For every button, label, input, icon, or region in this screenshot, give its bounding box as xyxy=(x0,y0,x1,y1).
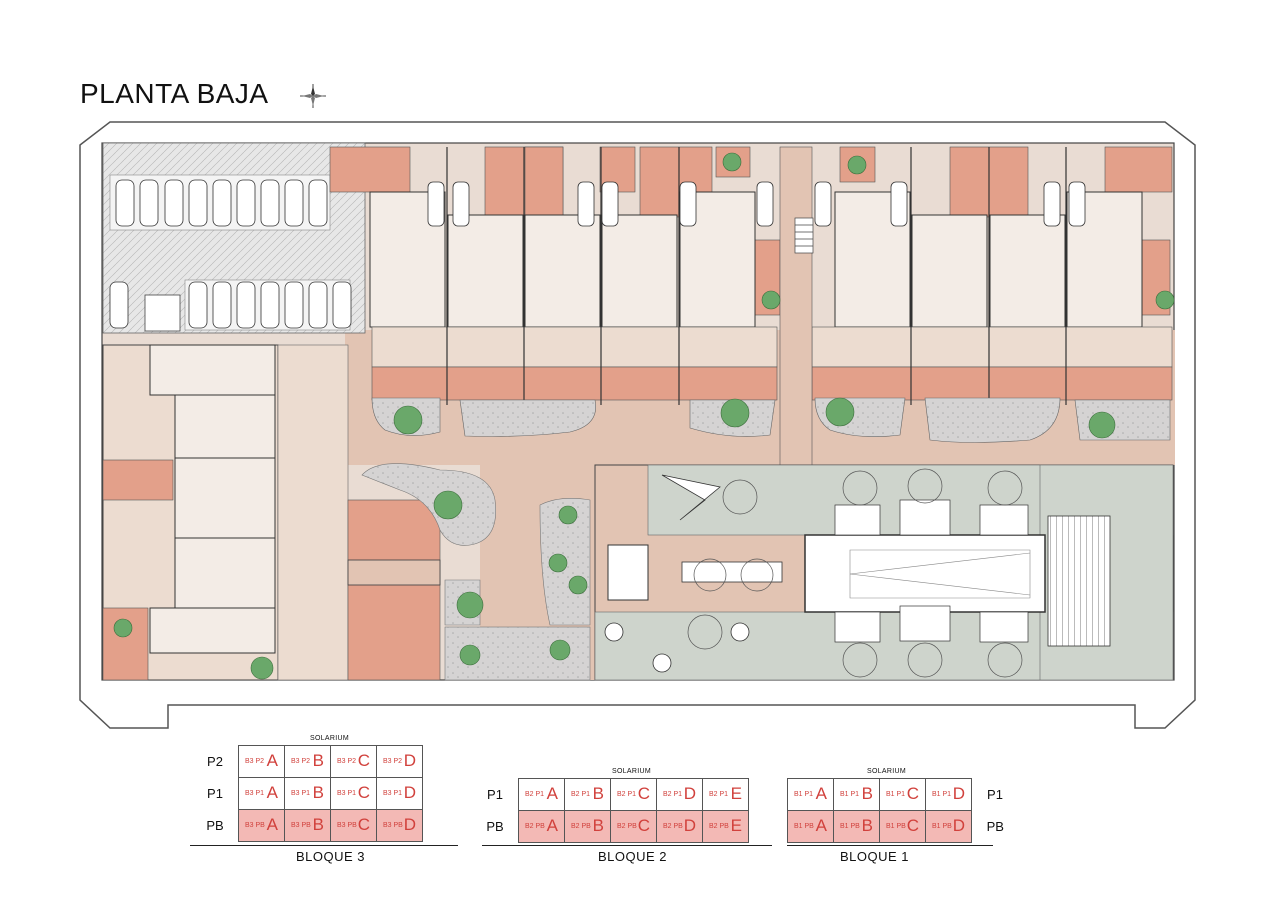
row-label: P1 xyxy=(207,786,223,801)
stairs xyxy=(347,217,814,586)
page-title: PLANTA BAJA xyxy=(80,78,269,109)
solarium-label: SOLARIUM xyxy=(310,735,349,742)
shade-sail xyxy=(661,474,721,521)
row-label: PB xyxy=(486,819,504,834)
compass-icon xyxy=(300,84,326,108)
row-label: P1 xyxy=(987,787,1003,802)
sunbeds xyxy=(834,499,1029,643)
row-label: P2 xyxy=(207,754,223,769)
bloque-1-label: BLOQUE 1 xyxy=(840,849,910,864)
unit-partitions xyxy=(446,147,1067,405)
palm-trees xyxy=(113,152,1175,680)
solarium-label: SOLARIUM xyxy=(612,768,651,775)
house-cars xyxy=(427,181,1086,227)
north-walkway xyxy=(779,146,813,466)
row-label: P1 xyxy=(487,787,503,802)
bloque-3-label: BLOQUE 3 xyxy=(296,849,366,864)
pergola xyxy=(1047,515,1111,647)
row-label: PB xyxy=(206,818,224,833)
bloque3-units xyxy=(102,344,441,681)
parasols xyxy=(604,622,750,673)
solarium-label: SOLARIUM xyxy=(867,768,906,775)
pool-area xyxy=(594,464,1174,681)
umbrellas xyxy=(687,468,1023,678)
row-label: PB xyxy=(986,819,1004,834)
bloque-2-label: BLOQUE 2 xyxy=(598,849,668,864)
swimming-pool xyxy=(804,534,1046,613)
